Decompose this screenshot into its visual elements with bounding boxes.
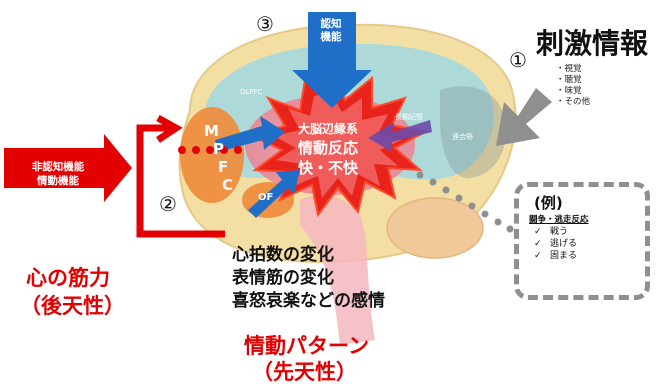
input-arrow [4, 134, 132, 202]
emotion-pattern-sub: （先天性） [252, 360, 357, 384]
example-list: ✓ 戦う ✓ 逃げる ✓ 固まる [534, 226, 577, 262]
example-title: (例) [534, 194, 563, 212]
red-dots [178, 146, 242, 154]
check-icon: ✓ [534, 251, 542, 261]
cognitive-arrow [292, 12, 372, 108]
example-item: ✓ 戦う [534, 226, 577, 238]
output-heart-rate: 心拍数の変化 [232, 245, 334, 265]
limbic-label: 大脳辺縁系 [297, 122, 358, 136]
longterm-memory-label: 長期記憶 [395, 113, 423, 121]
cerebellum [386, 197, 484, 259]
cognitive-line2: 機能 [320, 31, 342, 43]
stimulus-title: 刺激情報 [536, 27, 649, 60]
emotion-pattern-label: 情動パターン [244, 334, 369, 358]
stimulus-item: ・その他 [556, 97, 591, 107]
example-subtitle: 闘争・逃走反応 [529, 215, 589, 225]
pleasure-label: 快・不快 [297, 159, 358, 177]
step-one-number: ① [509, 48, 527, 72]
gray-dots [416, 171, 514, 233]
mpfc-letter: P [213, 140, 224, 158]
stimulus-list: ・視覚 ・聴覚 ・味覚 ・その他 [556, 64, 590, 108]
mpfc-letter: M [204, 122, 219, 140]
example-item-label: 逃げる [550, 239, 578, 249]
example-item-label: 戦う [550, 227, 569, 237]
non-cognitive-line2: 情動機能 [37, 175, 79, 187]
purple-arrow-right [368, 120, 432, 152]
example-item: ✓ 固まる [534, 250, 577, 262]
ofc-label: OF [258, 192, 274, 203]
stimulus-arrow [496, 88, 552, 146]
cognitive-line1: 認知 [320, 18, 342, 30]
example-item: ✓ 逃げる [534, 238, 577, 250]
cognitive-label: 認知 機能 [308, 18, 354, 44]
mind-muscle-label: 心の筋力 [26, 266, 110, 290]
output-feelings: 喜怒哀楽などの感情 [232, 291, 385, 311]
blue-arrow-left [215, 116, 285, 152]
feedback-bracket [136, 124, 225, 238]
example-box [514, 182, 650, 300]
step-three-number: ③ [256, 12, 274, 36]
stimulus-item: ・聴覚 [556, 75, 582, 85]
mpfc-letter: C [222, 176, 234, 194]
mpfc-letter: F [218, 158, 229, 176]
non-cognitive-line1: 非認知機能 [31, 161, 85, 173]
assoc-area-label: 連合野 [452, 133, 473, 141]
check-icon: ✓ [534, 239, 542, 249]
check-icon: ✓ [534, 227, 542, 237]
stimulus-item: ・味覚 [556, 86, 582, 96]
example-item-label: 固まる [550, 251, 578, 261]
dlpfc-label: DLPFC [240, 88, 263, 96]
non-cognitive-label: 非認知機能 情動機能 [12, 160, 104, 188]
brainstem [300, 195, 375, 345]
step-two-number: ② [159, 192, 177, 216]
mind-muscle-sub: （後天性） [20, 294, 125, 318]
stimulus-item: ・視覚 [556, 64, 582, 74]
mpfc-area [180, 107, 244, 203]
emotion-reaction-label: 情動反応 [297, 139, 358, 157]
blue-arrow-lowerleft [248, 170, 300, 218]
output-facial: 表情筋の変化 [232, 268, 334, 288]
assoc-area [440, 86, 506, 179]
